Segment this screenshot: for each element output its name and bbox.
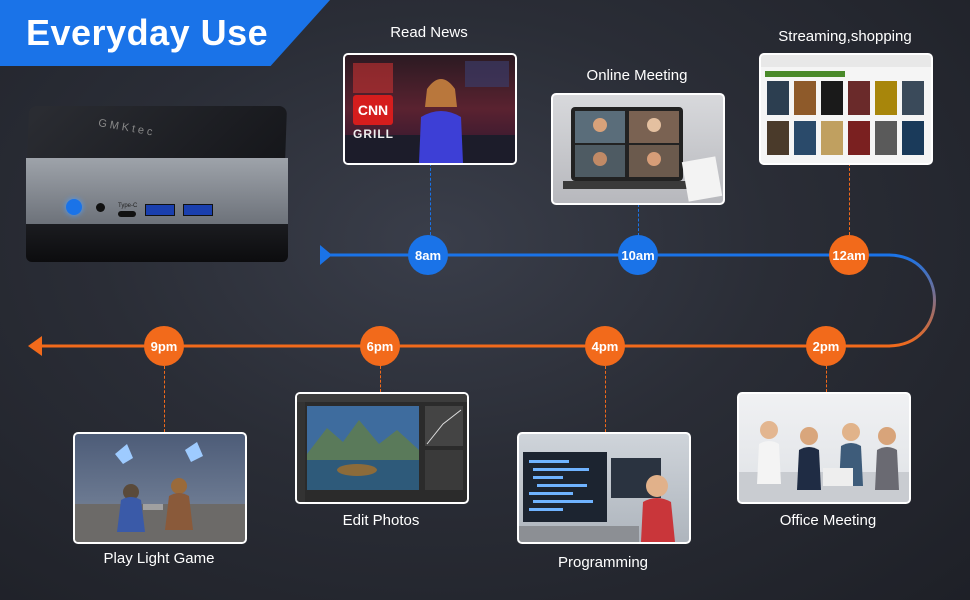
photo-programming [517, 432, 691, 544]
connector-2pm [826, 366, 827, 392]
caption-edit-photos: Edit Photos [342, 512, 420, 529]
title-banner [0, 0, 330, 66]
time-badge-2pm: 2pm [806, 326, 846, 366]
device-base [26, 224, 288, 262]
caption-streaming-shopping: Streaming,shopping [778, 28, 912, 45]
grill-sign: GRILL [353, 127, 394, 141]
caption-online-meeting: Online Meeting [586, 67, 688, 84]
time-badge-12am: 12am [829, 235, 869, 275]
type-c-label: Type-C [118, 203, 138, 209]
caption-play-light-game: Play Light Game [103, 550, 215, 567]
photo-online-meeting [551, 93, 725, 205]
photo-streaming-shopping [759, 53, 933, 165]
track-start-arrow-icon [320, 245, 332, 265]
caption-read-news: Read News [390, 24, 468, 41]
caption-office-meeting: Office Meeting [779, 512, 877, 529]
power-button-icon [66, 199, 82, 215]
connector-9pm [164, 366, 165, 432]
page-title: Everyday Use [26, 12, 269, 53]
connector-12am [849, 163, 850, 235]
track-end-arrow-icon [28, 336, 42, 356]
track-turn-curve [887, 253, 936, 348]
cnn-logo: CNN [353, 95, 393, 125]
usb-port-icon [145, 204, 175, 216]
time-badge-9pm: 9pm [144, 326, 184, 366]
time-badge-4pm: 4pm [585, 326, 625, 366]
connector-4pm [605, 366, 606, 432]
time-badge-10am: 10am [618, 235, 658, 275]
time-badge-8am: 8am [408, 235, 448, 275]
connector-10am [638, 204, 639, 236]
caption-programming: Programming [557, 554, 649, 571]
photo-office-meeting [737, 392, 911, 504]
photo-play-light-game [73, 432, 247, 544]
device-top-panel [26, 106, 288, 164]
usb-port-icon [183, 204, 213, 216]
connector-8am [430, 163, 431, 235]
audio-jack-icon [96, 203, 105, 212]
type-c-port-icon [118, 211, 136, 217]
connector-6pm [380, 366, 381, 392]
photo-read-news: CNN GRILL [343, 53, 517, 165]
time-badge-6pm: 6pm [360, 326, 400, 366]
photo-edit-photos [295, 392, 469, 504]
